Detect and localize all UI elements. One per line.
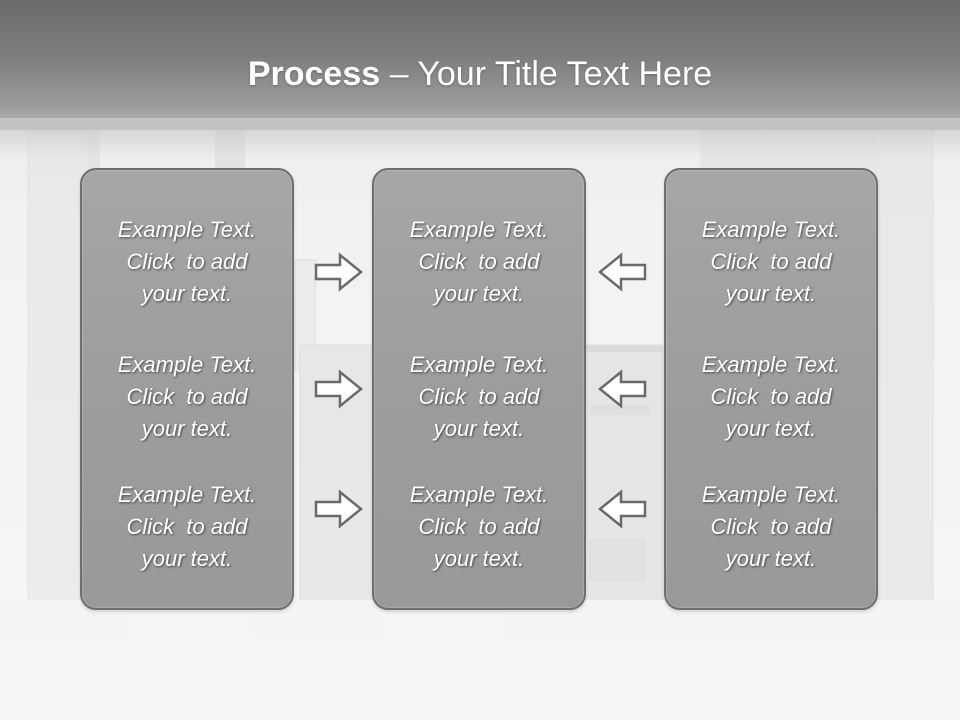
text-block[interactable]: Example Text. Click to add your text.: [374, 214, 584, 310]
text-line: Example Text.: [409, 482, 549, 507]
text-line: your text.: [433, 546, 525, 571]
text-line: Example Text.: [701, 352, 841, 377]
arrow-left-icon: [598, 252, 647, 292]
text-line: your text.: [433, 281, 525, 306]
arrow-right-icon: [314, 489, 363, 529]
process-box-center[interactable]: Example Text. Click to add your text. Ex…: [372, 168, 586, 610]
slide-title-bold: Process: [247, 55, 381, 93]
text-line: Example Text.: [117, 352, 257, 377]
text-line: your text.: [725, 281, 817, 306]
process-box-right[interactable]: Example Text. Click to add your text. Ex…: [664, 168, 878, 610]
text-line: your text.: [141, 416, 233, 441]
text-block[interactable]: Example Text. Click to add your text.: [666, 214, 876, 310]
text-line: Click to add: [126, 249, 248, 274]
text-block[interactable]: Example Text. Click to add your text.: [374, 479, 584, 575]
text-line: Example Text.: [409, 352, 549, 377]
text-line: Click to add: [126, 384, 248, 409]
text-line: Click to add: [418, 384, 540, 409]
text-block[interactable]: Example Text. Click to add your text.: [82, 349, 292, 445]
text-block[interactable]: Example Text. Click to add your text.: [374, 349, 584, 445]
text-line: Click to add: [710, 249, 832, 274]
arrow-left-icon: [598, 369, 647, 409]
text-line: your text.: [725, 416, 817, 441]
text-line: Example Text.: [701, 217, 841, 242]
text-line: Click to add: [710, 514, 832, 539]
process-box-left[interactable]: Example Text. Click to add your text. Ex…: [80, 168, 294, 610]
text-line: Click to add: [710, 384, 832, 409]
text-line: Example Text.: [117, 217, 257, 242]
slide-title-rest: – Your Title Text Here: [380, 55, 713, 93]
arrow-right-icon: [314, 369, 363, 409]
slide-title[interactable]: Process – Your Title Text Here: [0, 52, 960, 96]
title-bar: [0, 0, 960, 130]
text-line: Example Text.: [409, 217, 549, 242]
text-block[interactable]: Example Text. Click to add your text.: [82, 479, 292, 575]
arrow-right-icon: [314, 252, 363, 292]
title-bar-fade: [0, 118, 960, 158]
text-line: Click to add: [418, 249, 540, 274]
text-line: Example Text.: [117, 482, 257, 507]
text-line: Example Text.: [701, 482, 841, 507]
text-block[interactable]: Example Text. Click to add your text.: [666, 349, 876, 445]
text-line: Click to add: [418, 514, 540, 539]
text-block[interactable]: Example Text. Click to add your text.: [82, 214, 292, 310]
text-line: your text.: [141, 281, 233, 306]
text-line: your text.: [725, 546, 817, 571]
text-line: your text.: [141, 546, 233, 571]
text-line: Click to add: [126, 514, 248, 539]
text-block[interactable]: Example Text. Click to add your text.: [666, 479, 876, 575]
arrow-left-icon: [598, 489, 647, 529]
text-line: your text.: [433, 416, 525, 441]
